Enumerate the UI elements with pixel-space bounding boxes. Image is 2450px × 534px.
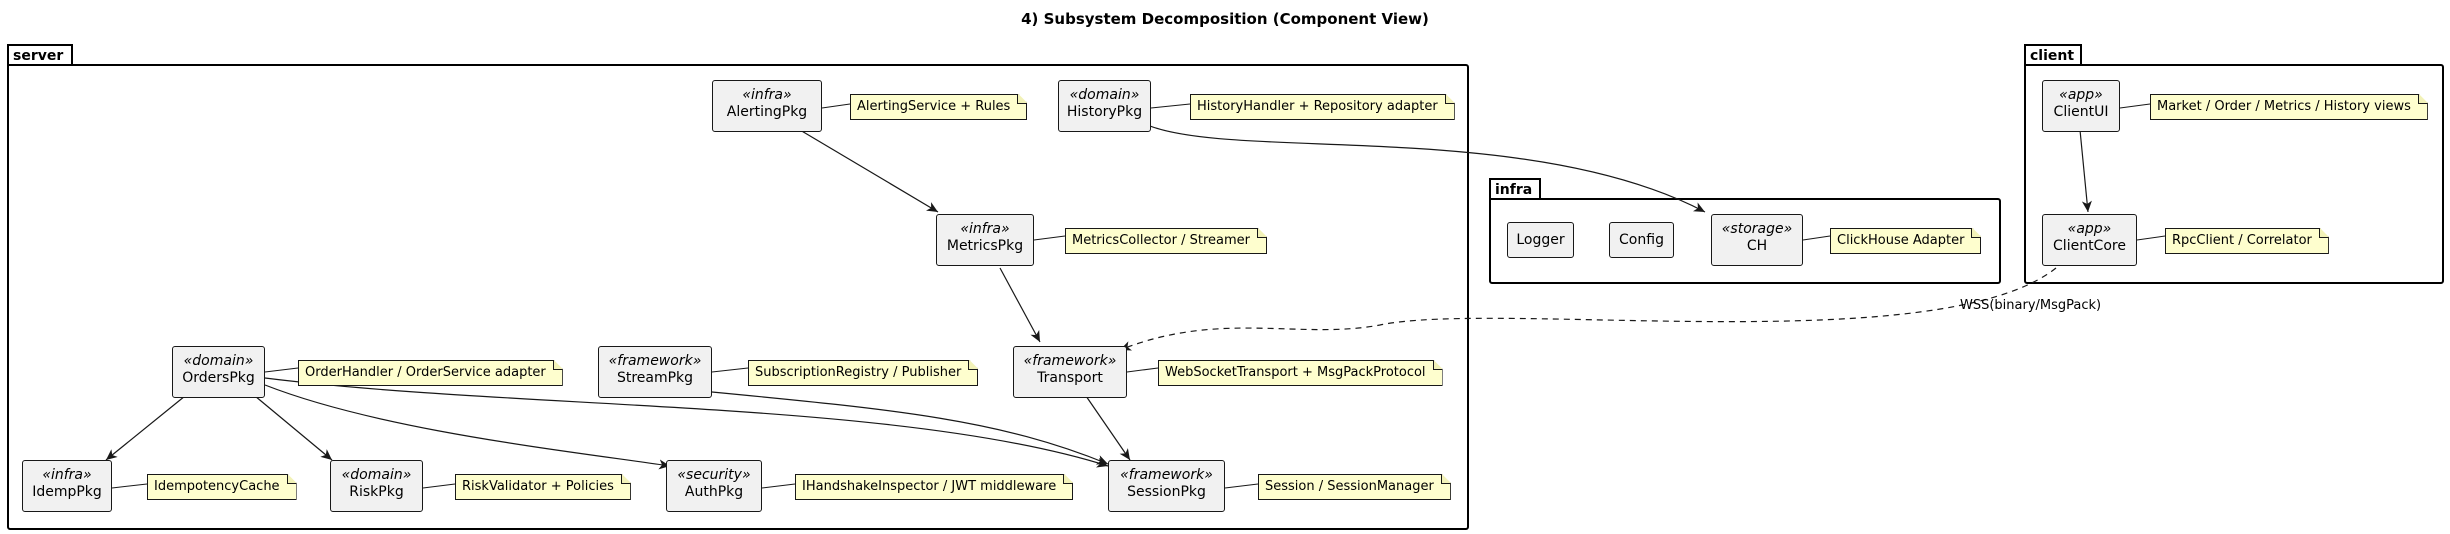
note-stream: SubscriptionRegistry / Publisher: [748, 360, 978, 386]
package-label-client: client: [2030, 48, 2075, 64]
edge-history-ch: [1149, 125, 1706, 213]
stereotype: «app»: [2059, 87, 2103, 103]
component-name: SessionPkg: [1127, 484, 1206, 500]
edge-stream-session: [711, 391, 1109, 465]
note-link-alerting: [821, 103, 851, 109]
component-name: AuthPkg: [684, 484, 744, 500]
edge-orders-idemp: [105, 395, 186, 461]
component-name: HistoryPkg: [1066, 104, 1143, 120]
edge-label-wss: WSS(binary/MsgPack): [1960, 298, 2102, 313]
package-tab-infra: infra: [1489, 178, 1541, 199]
stereotype: «security»: [677, 467, 751, 483]
component-transport[interactable]: «framework» Transport: [1013, 346, 1127, 398]
stereotype: «framework»: [608, 353, 702, 369]
note-ch: ClickHouse Adapter: [1830, 228, 1981, 254]
component-orders[interactable]: «domain» OrdersPkg: [172, 346, 265, 398]
note-alerting: AlertingService + Rules: [850, 94, 1027, 120]
component-risk[interactable]: «domain» RiskPkg: [330, 460, 423, 512]
component-clientcore[interactable]: «app» ClientCore: [2042, 214, 2137, 266]
component-history[interactable]: «domain» HistoryPkg: [1058, 80, 1151, 132]
note-idemp: IdempotencyCache: [147, 474, 297, 500]
component-name: CH: [1746, 238, 1768, 254]
note-link-risk: [422, 483, 456, 489]
stereotype: «infra»: [742, 87, 792, 103]
note-history: HistoryHandler + Repository adapter: [1190, 94, 1455, 120]
note-orders: OrderHandler / OrderService adapter: [298, 360, 563, 386]
edge-clientcore-transport: [1119, 267, 2057, 351]
component-session[interactable]: «framework» SessionPkg: [1108, 460, 1225, 512]
component-name: Config: [1619, 232, 1664, 248]
stereotype: «infra»: [960, 221, 1010, 237]
stereotype: «framework»: [1120, 467, 1213, 483]
note-link-clientui: [2119, 103, 2151, 109]
edge-orders-risk: [254, 395, 333, 461]
note-link-idemp: [111, 483, 148, 489]
stereotype: «domain»: [1069, 87, 1140, 103]
note-link-metrics: [1033, 235, 1066, 241]
package-server: [7, 64, 1469, 530]
component-name: MetricsPkg: [946, 238, 1024, 254]
note-auth: IHandshakeInspector / JWT middleware: [795, 474, 1073, 500]
stereotype: «app»: [2067, 221, 2112, 237]
component-ch[interactable]: «storage» CH: [1711, 214, 1803, 266]
component-stream[interactable]: «framework» StreamPkg: [598, 346, 712, 398]
note-link-transport: [1126, 367, 1159, 373]
stereotype: «domain»: [341, 467, 412, 483]
component-name: RiskPkg: [349, 484, 404, 500]
stereotype: «framework»: [1023, 353, 1117, 369]
note-transport: WebSocketTransport + MsgPackProtocol: [1158, 360, 1443, 386]
note-risk: RiskValidator + Policies: [455, 474, 631, 500]
note-link-history: [1150, 103, 1191, 109]
component-auth[interactable]: «security» AuthPkg: [666, 460, 762, 512]
note-link-orders: [264, 367, 299, 373]
component-config[interactable]: Config: [1609, 222, 1674, 258]
stereotype: «storage»: [1721, 221, 1793, 237]
edge-orders-auth: [264, 384, 671, 470]
note-link-stream: [711, 367, 749, 373]
component-name: ClientUI: [2053, 104, 2109, 120]
component-name: IdempPkg: [32, 484, 102, 500]
edge-alerting-metrics: [799, 129, 939, 213]
note-session: Session / SessionManager: [1258, 474, 1451, 500]
note-metrics: MetricsCollector / Streamer: [1065, 228, 1267, 254]
note-link-auth: [761, 483, 796, 489]
component-idemp[interactable]: «infra» IdempPkg: [22, 460, 112, 512]
component-name: Logger: [1516, 232, 1565, 248]
note-link-clientcore: [2136, 235, 2166, 241]
edge-clientui-clientcore: [2079, 129, 2092, 213]
stereotype: «domain»: [183, 353, 254, 369]
component-clientui[interactable]: «app» ClientUI: [2042, 80, 2120, 132]
component-logger[interactable]: Logger: [1507, 222, 1574, 258]
package-label-server: server: [13, 48, 64, 64]
component-alerting[interactable]: «infra» AlertingPkg: [712, 80, 822, 132]
component-name: ClientCore: [2053, 238, 2126, 254]
package-tab-server: server: [7, 44, 73, 65]
component-name: AlertingPkg: [726, 104, 808, 120]
component-name: OrdersPkg: [182, 370, 255, 386]
component-metrics[interactable]: «infra» MetricsPkg: [936, 214, 1034, 266]
stereotype: «infra»: [42, 467, 92, 483]
diagram-title: 4) Subsystem Decomposition (Component Vi…: [1021, 10, 1429, 28]
component-name: StreamPkg: [616, 370, 694, 386]
package-tab-client: client: [2024, 44, 2082, 65]
edge-metrics-transport: [999, 267, 1041, 343]
note-link-ch: [1802, 235, 1831, 241]
edge-transport-session: [1085, 395, 1131, 461]
component-name: Transport: [1037, 370, 1103, 386]
note-link-session: [1224, 483, 1259, 489]
package-label-infra: infra: [1495, 182, 1533, 198]
edge-orders-session: [264, 377, 1109, 468]
note-clientcore: RpcClient / Correlator: [2165, 228, 2329, 254]
note-clientui: Market / Order / Metrics / History views: [2150, 94, 2428, 120]
